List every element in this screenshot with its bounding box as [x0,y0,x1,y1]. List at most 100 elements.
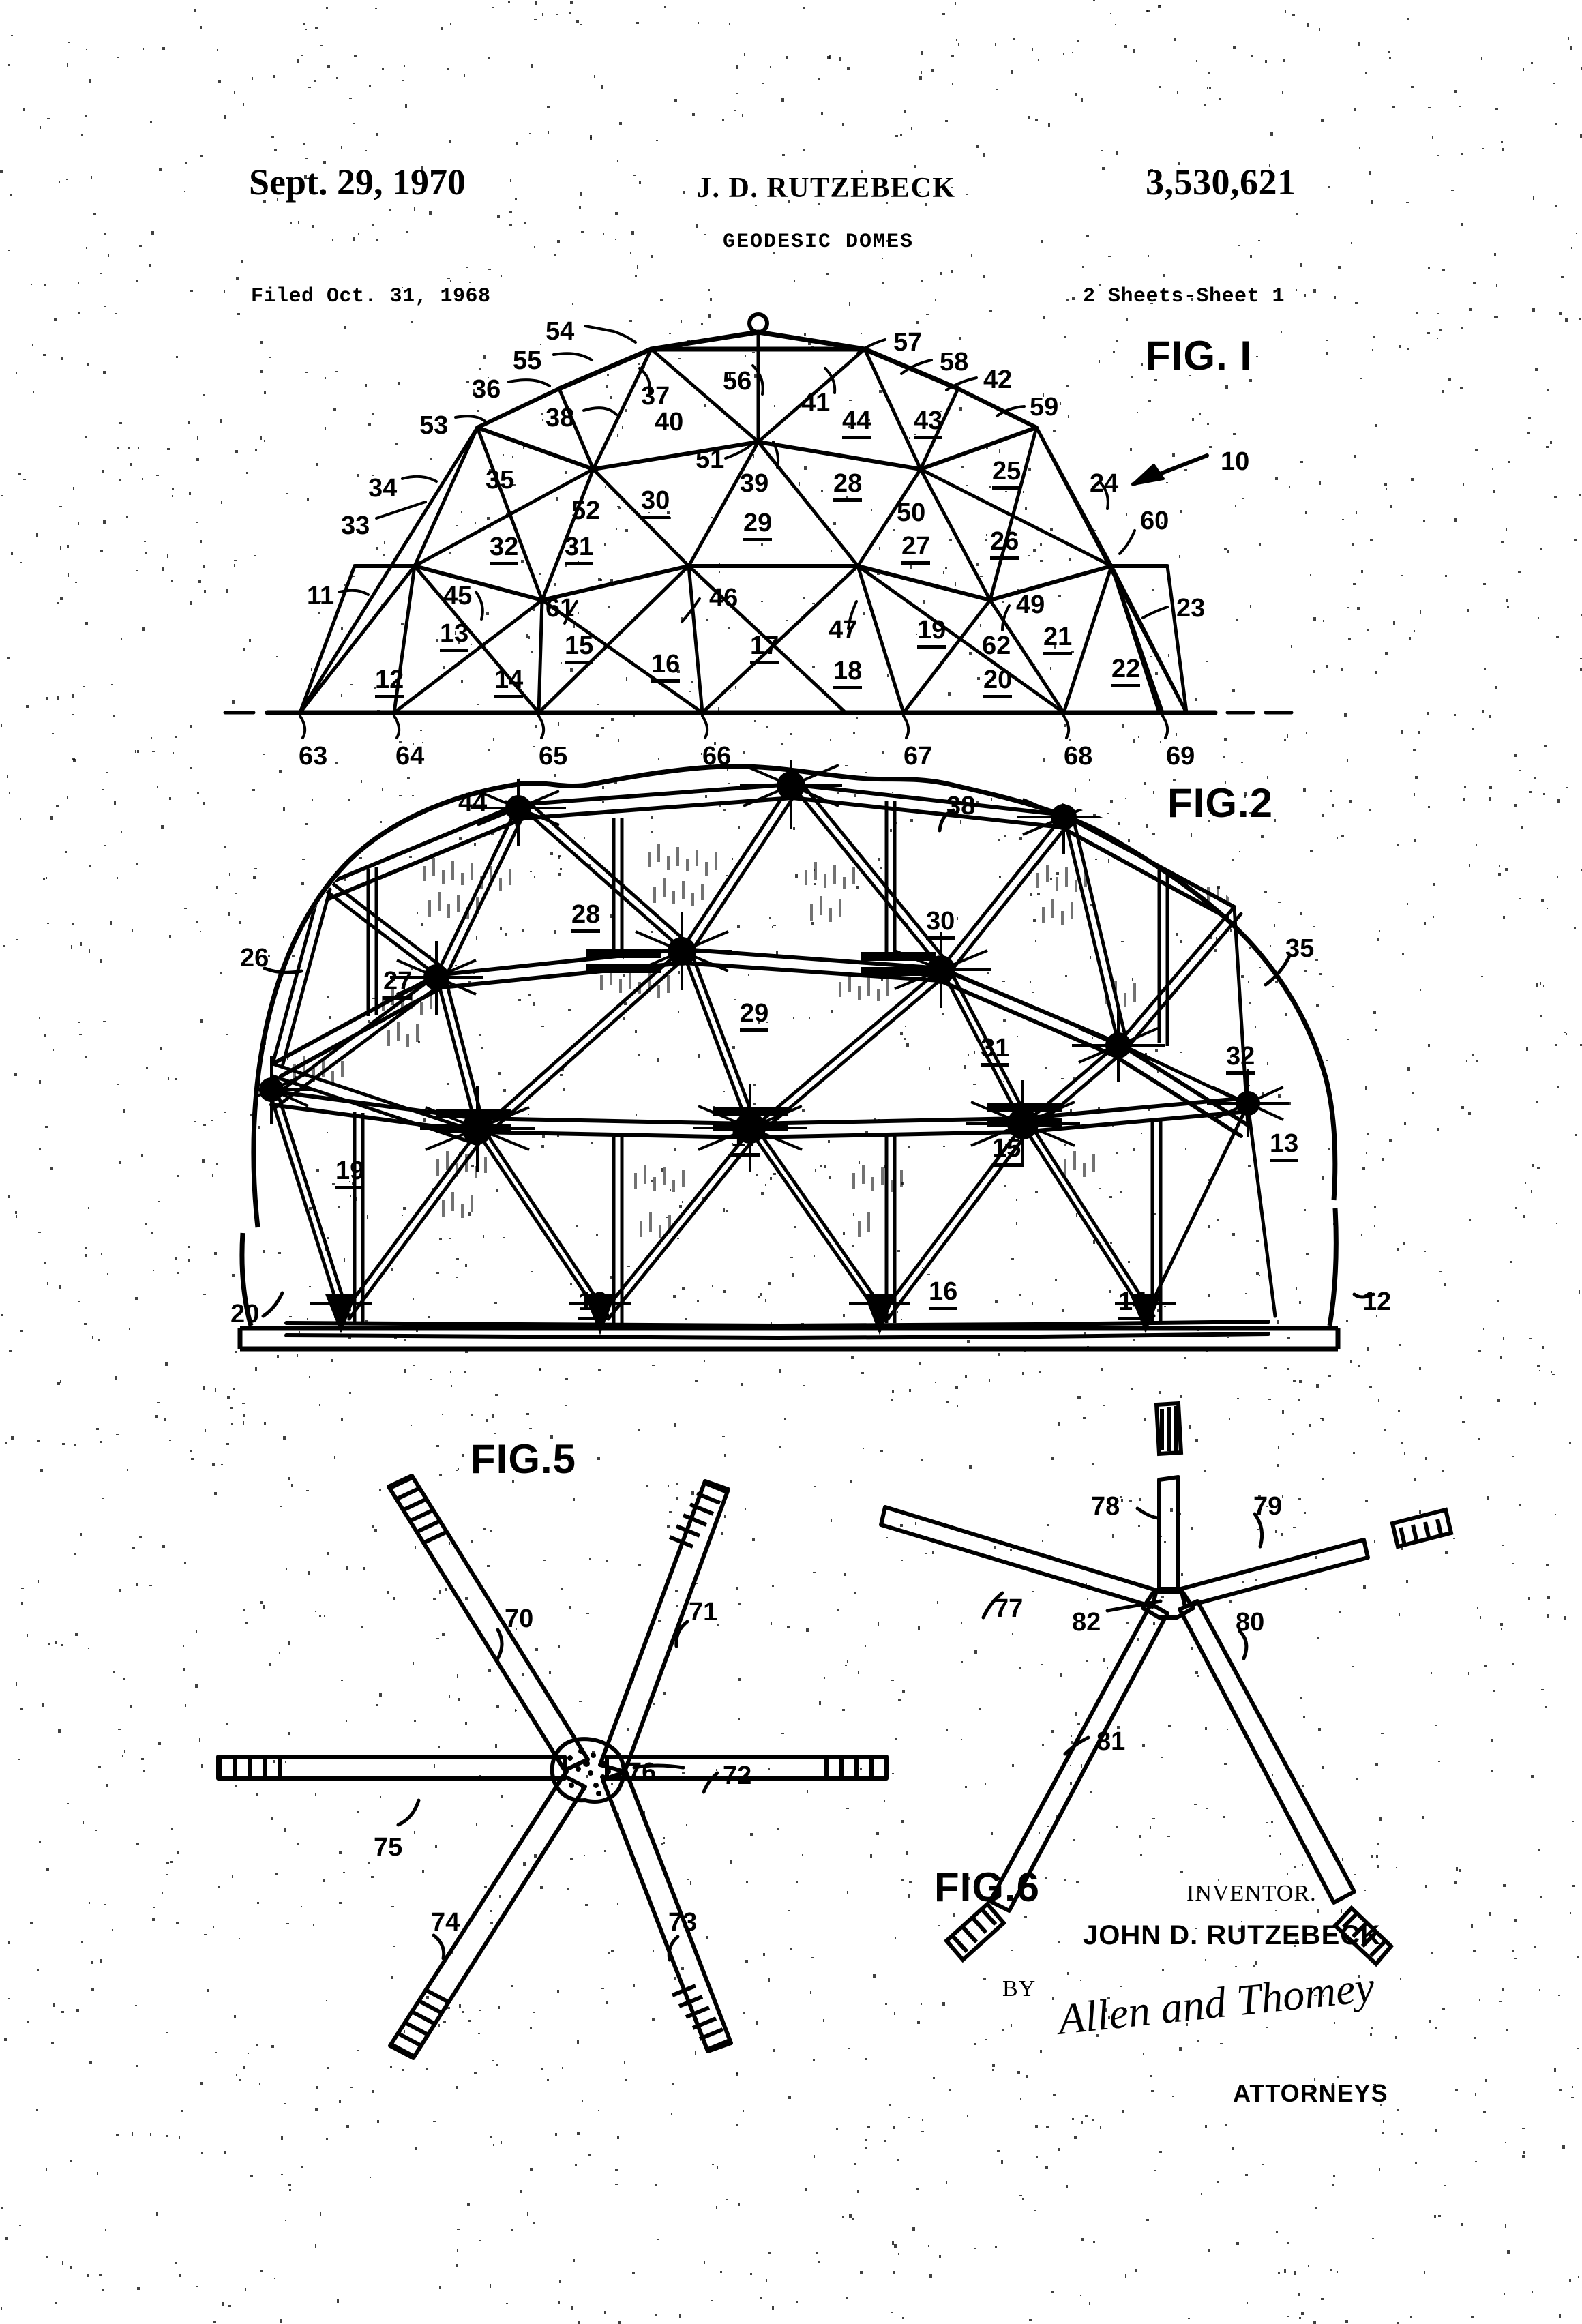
fig1-ref-67: 67 [904,742,933,771]
header-patent-number: 3,530,621 [1146,162,1296,203]
fig2-ref-16: 16 [929,1279,958,1310]
fig1-ref-49: 49 [1016,591,1045,619]
fig1-drawing [223,312,1294,739]
fig1-ref-31: 31 [565,534,594,565]
fig1-ref-68: 68 [1064,742,1093,771]
fig1-ref-27: 27 [901,533,931,565]
fig1-ref-22: 22 [1111,656,1141,687]
fig5-ref-76: 76 [627,1758,657,1787]
fig1-ref-53: 53 [419,411,449,440]
fig2-drawing [237,758,1375,1352]
fig1-ref-25: 25 [992,458,1021,490]
fig6-caption: FIG.6 [934,1864,1041,1910]
fig5-caption: FIG.5 [471,1436,577,1482]
inventor-label: INVENTOR. [1186,1881,1317,1906]
fig2-ref-32: 32 [1226,1043,1255,1075]
fig5-ref-73: 73 [668,1908,698,1937]
fig2-ref-35: 35 [1285,934,1315,963]
header-inventor: J. D. RUTZEBECK [697,173,956,204]
fig2-ref-14: 14 [1118,1289,1148,1320]
fig6-ref-81: 81 [1096,1727,1126,1756]
fig1-ref-12: 12 [375,667,404,698]
fig1-ref-38: 38 [546,404,575,432]
fig1-ref-61: 61 [546,594,575,623]
fig5-ref-75: 75 [374,1833,403,1862]
fig1-ref-45: 45 [443,582,473,610]
fig1-ref-28: 28 [833,471,863,502]
fig2-ref-28: 28 [571,902,601,933]
fig5-ref-74: 74 [431,1908,460,1937]
fig1-ref-39: 39 [740,469,769,498]
fig1-ref-17: 17 [750,633,779,664]
fig1-ref-33: 33 [341,511,370,540]
fig2-ref-15: 15 [992,1135,1021,1167]
fig2-ref-29: 29 [740,1000,769,1032]
fig2-ref-12: 12 [1362,1287,1392,1316]
fig1-ref-15: 15 [565,633,594,664]
fig5-ref-72: 72 [723,1761,752,1790]
fig1-ref-51: 51 [696,445,725,474]
fig1-ref-60: 60 [1140,507,1169,535]
fig1-ref-34: 34 [368,474,398,503]
fig1-ref-44: 44 [842,408,871,439]
attorneys-label: ATTORNEYS [1233,2079,1388,2107]
fig1-ref-11: 11 [307,582,335,610]
fig1-ref-43: 43 [914,408,943,439]
fig1-ref-54: 54 [546,317,575,346]
fig6-ref-82: 82 [1072,1608,1101,1637]
fig1-ref-58: 58 [940,348,969,376]
inventor-name: JOHN D. RUTZEBECK [1083,1920,1382,1950]
fig6-ref-80: 80 [1236,1608,1265,1637]
fig1-ref-21: 21 [1043,624,1073,655]
fig2-caption: FIG.2 [1167,780,1274,826]
fig2-ref-19: 19 [335,1158,365,1189]
fig1-ref-62: 62 [982,631,1011,660]
fig1-ref-10: 10 [1221,447,1250,476]
fig6-ref-78: 78 [1091,1492,1120,1521]
fig1-ref-40: 40 [655,408,684,436]
fig2-ref-31: 31 [981,1035,1010,1067]
fig5-ref-70: 70 [505,1605,534,1633]
fig1-ref-52: 52 [571,496,601,525]
fig1-ref-32: 32 [490,534,519,565]
fig2-ref-30: 30 [926,908,955,940]
attorney-signature: Allen and Thomey [1056,1962,1377,2044]
fig1-ref-20: 20 [983,667,1013,698]
fig2-ref-13: 13 [1270,1131,1299,1162]
fig1-ref-69: 69 [1166,742,1195,771]
fig6-ref-79: 79 [1253,1492,1283,1521]
header-date: Sept. 29, 1970 [249,162,466,203]
fig1-ref-66: 66 [702,742,732,771]
fig6-ref-77: 77 [994,1594,1024,1623]
fig1-ref-57: 57 [893,328,923,357]
fig1-ref-37: 37 [641,382,670,411]
fig1-ref-63: 63 [299,742,328,771]
fig2-ref-18: 18 [578,1289,608,1320]
fig2-ref-38: 38 [946,792,976,820]
fig1-ref-24: 24 [1090,469,1119,498]
header-sheet-count: 2 Sheets-Sheet 1 [1083,285,1285,308]
fig2-ref-20: 20 [230,1300,260,1328]
fig2-ref-27: 27 [383,968,413,1000]
fig5-ref-71: 71 [689,1598,718,1626]
fig1-ref-36: 36 [472,375,501,404]
fig1-ref-42: 42 [983,366,1013,394]
fig1-ref-59: 59 [1030,393,1059,421]
fig1-ref-13: 13 [440,621,469,652]
fig1-ref-14: 14 [494,667,524,698]
fig1-ref-19: 19 [917,617,946,649]
fig1-ref-47: 47 [829,616,858,644]
fig1-ref-46: 46 [709,584,738,612]
fig1-ref-41: 41 [801,389,831,417]
header-filed-date: Filed Oct. 31, 1968 [251,285,491,308]
fig1-ref-64: 64 [395,742,425,771]
fig1-ref-26: 26 [990,528,1019,560]
fig1-ref-30: 30 [641,488,670,519]
fig1-ref-35: 35 [486,466,515,494]
by-label: BY [1002,1976,1036,2001]
fig2-ref-17: 17 [731,1125,760,1157]
fig1-ref-55: 55 [513,346,542,375]
fig1-caption: FIG. I [1146,333,1252,378]
fig1-ref-65: 65 [539,742,568,771]
fig1-ref-16: 16 [651,651,681,683]
